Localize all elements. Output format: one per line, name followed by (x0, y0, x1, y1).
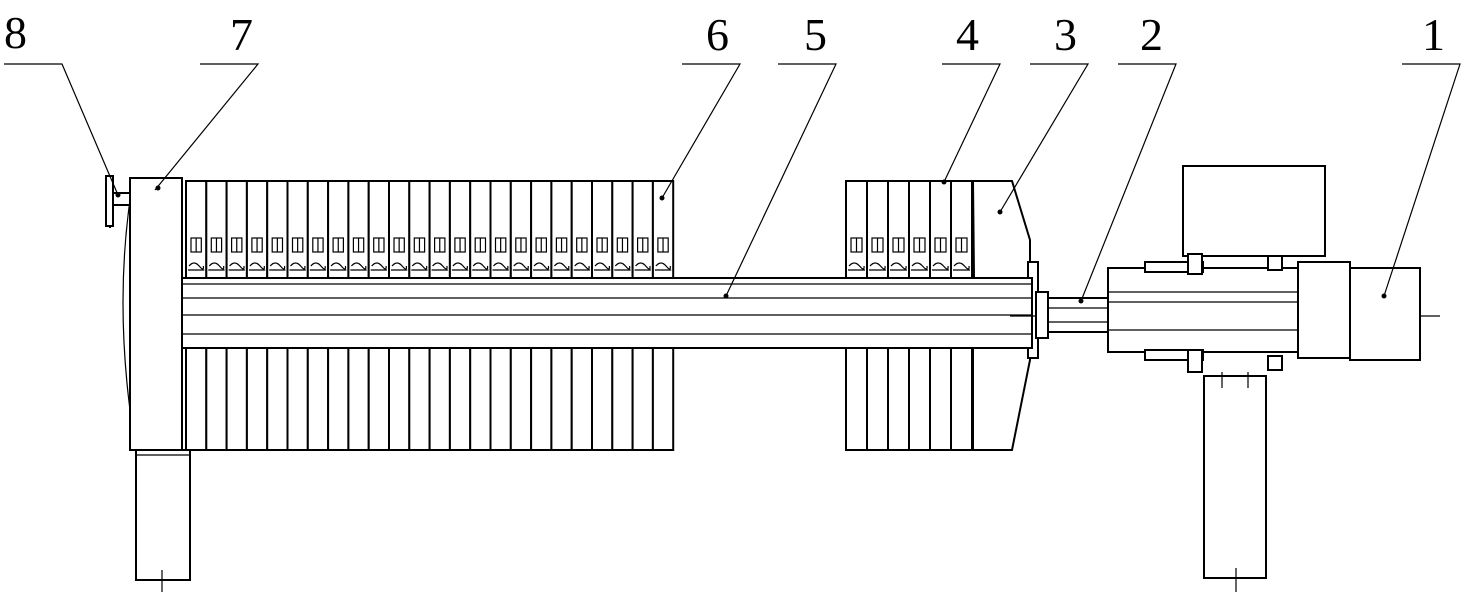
label-part-2: 2 (1140, 9, 1163, 60)
hydraulic-cylinder (1107, 165, 1421, 592)
leader-lines (4, 63, 1461, 304)
filter-plate (347, 180, 370, 451)
main-beam (181, 277, 1440, 349)
filter-plate (631, 180, 654, 451)
filter-plate (428, 180, 451, 451)
filter-plate (245, 180, 269, 451)
label-part-8: 8 (4, 7, 27, 58)
filter-plate (651, 180, 675, 451)
label-part-4: 4 (956, 9, 979, 60)
filter-plate-pack-left (185, 180, 675, 451)
label-part-7: 7 (230, 9, 253, 60)
label-part-3: 3 (1054, 9, 1077, 60)
filter-plate (448, 180, 472, 451)
filter-plate (469, 180, 492, 451)
filter-plate (908, 180, 931, 451)
filter-plate (286, 180, 309, 451)
label-part-6: 6 (706, 9, 729, 60)
filter-plate (388, 180, 411, 451)
filter-plate (929, 180, 952, 451)
filter-plate (530, 180, 553, 451)
piston-rod (1035, 291, 1109, 339)
filter-plate-pack-right (845, 180, 973, 451)
filter-plate (950, 180, 973, 451)
label-part-1: 1 (1422, 9, 1445, 60)
tail-plate-assembly (122, 177, 191, 592)
label-part-5: 5 (804, 9, 827, 60)
part-labels: 8 7 6 5 4 3 2 1 (4, 7, 1445, 60)
handwheel (105, 175, 131, 228)
